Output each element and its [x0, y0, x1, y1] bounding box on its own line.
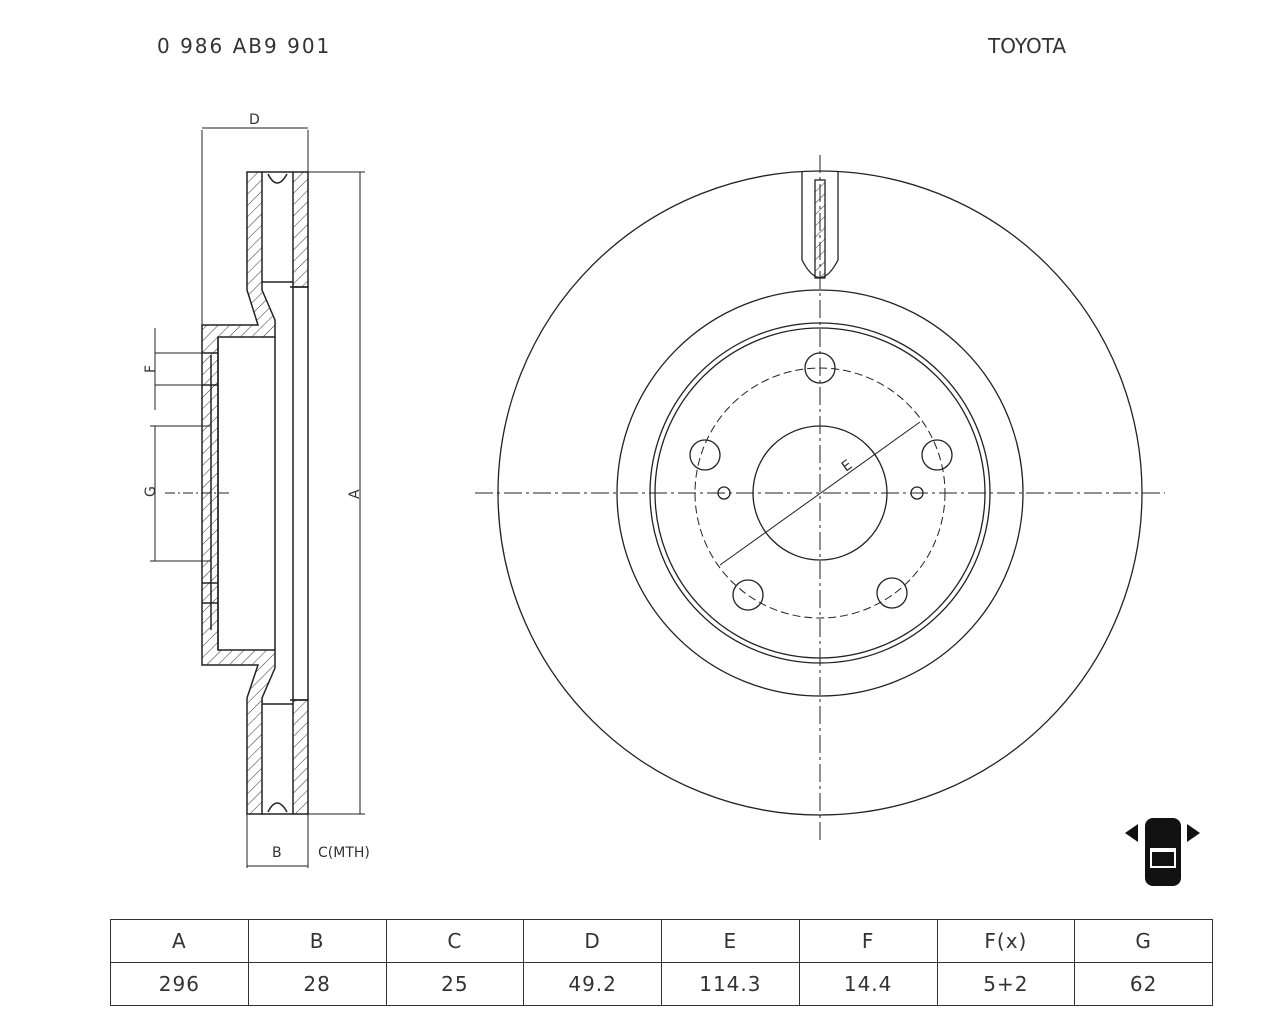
dim-label-g: G	[143, 486, 159, 497]
value-a: 296	[110, 962, 249, 1006]
header-g: G	[1074, 919, 1213, 963]
value-b: 28	[247, 962, 387, 1006]
header-c: C	[385, 919, 525, 963]
dim-label-a: A	[347, 489, 363, 499]
dimensions-table: A B C D E F F(x) G 296 28 25 49.2 114.3 …	[110, 919, 1213, 1006]
value-g: 62	[1074, 962, 1213, 1006]
part-number: 0 986 AB9 901	[157, 34, 332, 58]
brand-name: TOYOTA	[988, 34, 1067, 58]
dim-label-b: B	[272, 845, 282, 861]
dim-label-c: C(MTH)	[318, 845, 370, 861]
header-f: F	[798, 919, 938, 963]
dim-label-d: D	[249, 112, 260, 128]
header-a: A	[110, 919, 249, 963]
value-e: 114.3	[661, 962, 800, 1006]
header-d: D	[523, 919, 662, 963]
value-fx: 5+2	[936, 962, 1076, 1006]
header-e: E	[661, 919, 800, 963]
car-front-axle-icon	[1125, 818, 1200, 886]
table-header-row: A B C D E F F(x) G	[110, 919, 1213, 963]
value-c: 25	[385, 962, 525, 1006]
value-d: 49.2	[523, 962, 662, 1006]
value-f: 14.4	[798, 962, 938, 1006]
front-view	[475, 155, 1165, 840]
table-values-row: 296 28 25 49.2 114.3 14.4 5+2 62	[110, 962, 1213, 1006]
side-section-view	[150, 127, 365, 868]
dim-label-e: E	[839, 457, 856, 475]
dim-label-f: F	[143, 365, 159, 373]
header-fx: F(x)	[936, 919, 1076, 963]
header-b: B	[247, 919, 387, 963]
